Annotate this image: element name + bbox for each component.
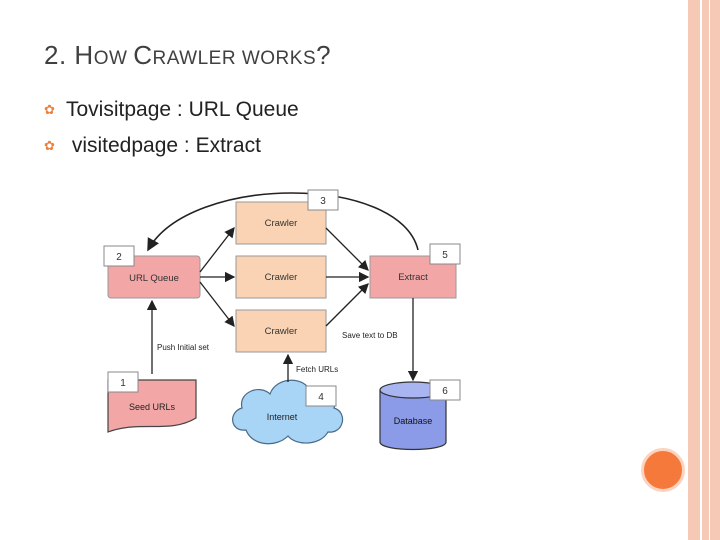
step-number-box: [429, 379, 461, 401]
internet-label: Internet: [267, 412, 298, 422]
seed-urls-label: Seed URLs: [129, 402, 176, 412]
push-initial-label: Push Initial set: [157, 343, 210, 352]
step-number-box: [103, 245, 135, 267]
step-number: 1: [120, 378, 126, 389]
step-number: 2: [116, 252, 122, 263]
step-number-box: [307, 189, 339, 211]
crawler-box: [235, 255, 327, 299]
queue-to-crawler-arrow: [199, 281, 235, 328]
crawler-box: [235, 309, 327, 353]
bullet-list: ✿ Tovisitpage : URL Queue ✿ visitedpage …: [44, 92, 299, 164]
slide-border-line: [709, 0, 710, 540]
crawler-label: Crawler: [265, 218, 298, 229]
step-number: 5: [442, 250, 448, 261]
bullet-item: ✿ Tovisitpage : URL Queue: [44, 98, 299, 121]
step-number: 6: [442, 386, 448, 397]
recrawl-arrow: [147, 192, 419, 252]
extract-label: Extract: [398, 272, 428, 283]
decorative-orange-circle: [641, 448, 685, 492]
step-number-box: [107, 371, 139, 393]
crawler-to-extract-arrow: [325, 227, 369, 271]
step-number: 3: [320, 196, 326, 207]
slide-right-border: [688, 0, 720, 540]
seed-urls-shape: [107, 379, 197, 433]
fetch-urls-label: Fetch URLs: [296, 365, 338, 374]
queue-to-crawler-arrow: [199, 226, 235, 273]
save-text-label: Save text to DB: [342, 331, 398, 340]
step-number: 4: [318, 392, 324, 403]
step-number-box: [305, 385, 337, 407]
gear-bullet-icon: ✿: [44, 102, 55, 117]
crawler-label: Crawler: [265, 326, 298, 337]
crawler-label: Crawler: [265, 272, 298, 283]
slide-title: 2. HOW CRAWLER WORKS?: [44, 40, 332, 70]
bullet-item: ✿ visitedpage : Extract: [44, 134, 261, 157]
database-cylinder: [379, 390, 447, 451]
gear-bullet-icon: ✿: [44, 138, 55, 153]
slide-border-line: [700, 0, 702, 540]
database-label: Database: [394, 416, 433, 426]
url-queue-label: URL Queue: [129, 273, 179, 284]
crawler-to-extract-arrow: [325, 283, 369, 327]
step-number-box: [429, 243, 461, 265]
crawler-diagram: URL Queue 2 Crawler Crawler Crawler 3 Ex…: [103, 189, 461, 451]
